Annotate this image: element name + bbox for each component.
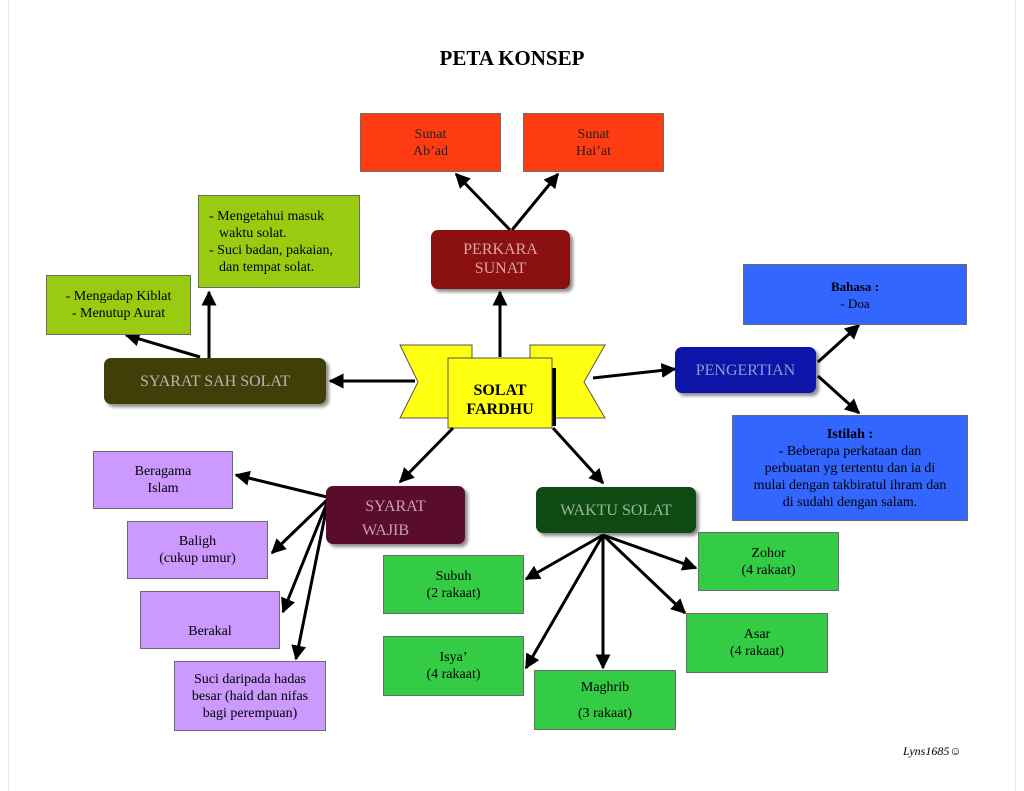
istilah-box: Istilah : - Beberapa perkataan dan perbu…: [732, 415, 968, 521]
box-line: Asar: [743, 627, 771, 642]
asar-box: Asar (4 rakaat): [686, 613, 828, 673]
box-line: Istilah :: [826, 426, 874, 442]
arrow-wajib-to-baligh: [270, 498, 329, 555]
arrow-center-to-syarat-wajib: [398, 426, 455, 484]
arrow-pengertian-to-bahasa: [816, 323, 861, 364]
suci-hadas-box: Suci daripada hadas besar (haid dan nifa…: [174, 661, 326, 731]
box-line: Maghrib: [580, 679, 630, 695]
arrow-waktu-to-isya: [524, 534, 605, 670]
bahasa-box: Bahasa : - Doa: [743, 264, 967, 325]
box-line: (cukup umur): [159, 551, 236, 566]
box-line: Hai’at: [576, 143, 611, 159]
syarat-sah-solat-node: SYARAT SAH SOLAT: [104, 358, 326, 404]
box-line: - Beberapa perkataan dan: [778, 443, 922, 459]
arrow-syarat-sah-to-mengadap: [124, 331, 201, 359]
arrow-center-to-waktu-solat: [551, 426, 605, 485]
sunat-abad-box: Sunat Ab’ad: [360, 113, 501, 172]
arrow-wajib-to-berakal: [281, 502, 329, 614]
center-line: FARDHU: [466, 401, 534, 418]
box-line: - Suci badan, pakaian,: [209, 242, 334, 258]
subuh-box: Subuh (2 rakaat): [383, 555, 524, 614]
arrow-wajib-to-beragama: [234, 470, 328, 499]
box-line: besar (haid dan nifas: [191, 688, 309, 704]
box-line: Zohor: [751, 545, 786, 561]
box-line: Islam: [147, 481, 179, 496]
box-line: dan tempat solat.: [219, 259, 315, 275]
node-line: SUNAT: [474, 260, 527, 277]
box-line: Baligh: [178, 534, 217, 549]
center-banner: [399, 344, 606, 429]
solat-fardhu-center: SOLAT FARDHU: [448, 372, 552, 428]
maghrib-box: Maghrib (3 rakaat): [534, 670, 676, 730]
box-line: (2 rakaat): [426, 585, 481, 601]
box-line: - Doa: [840, 295, 870, 311]
page-title: PETA KONSEP: [439, 46, 585, 70]
box-line: Bahasa :: [830, 278, 880, 294]
isya-box: Isya’ (4 rakaat): [383, 636, 524, 696]
arrow-pengertian-to-istilah: [816, 374, 861, 415]
mengetahui-waktu-box: - Mengetahui masuk waktu solat. - Suci b…: [198, 195, 360, 288]
arrow-waktu-to-subuh: [524, 533, 604, 581]
box-line: Berakal: [188, 623, 232, 639]
arrow-perkara-to-haiat: [510, 172, 560, 231]
node-line: WAJIB: [361, 522, 410, 539]
center-line: SOLAT: [473, 382, 527, 399]
box-line: Isya’: [439, 650, 468, 665]
box-line: - Mengetahui masuk: [209, 208, 325, 224]
box-line: waktu solat.: [219, 225, 287, 241]
box-line: Beragama: [134, 464, 192, 479]
box-line: Ab’ad: [413, 143, 448, 159]
arrow-perkara-to-abad: [454, 172, 512, 232]
box-line: (4 rakaat): [729, 644, 785, 659]
box-line: (3 rakaat): [577, 705, 633, 721]
baligh-box: Baligh (cukup umur): [127, 521, 268, 579]
box-line: Suci daripada hadas: [194, 671, 306, 687]
sunat-haiat-box: Sunat Hai’at: [523, 113, 664, 172]
arrow-waktu-to-zohor: [602, 533, 698, 571]
box-line: (4 rakaat): [741, 562, 796, 578]
waktu-solat-node: WAKTU SOLAT: [536, 487, 696, 533]
node-line: PERKARA: [463, 241, 538, 258]
box-line: - Mengadap Kiblat: [65, 289, 172, 304]
box-line: di sudahi dengan salam.: [782, 494, 918, 510]
arrow-wajib-to-suci: [291, 505, 329, 661]
beragama-islam-box: Beragama Islam: [93, 451, 233, 509]
box-line: perbuatan yg tertentu dan ia di: [764, 460, 936, 476]
box-line: Subuh: [435, 568, 472, 584]
box-line: Sunat: [577, 126, 610, 142]
perkara-sunat-node: PERKARA SUNAT: [431, 230, 570, 289]
arrow-waktu-to-asar: [601, 533, 687, 615]
box-line: (4 rakaat): [426, 667, 481, 682]
box-line: mulai dengan takbiratul ihram dan: [753, 477, 947, 493]
node-line: PENGERTIAN: [695, 362, 796, 379]
box-line: bagi perempuan): [202, 705, 298, 721]
syarat-wajib-node: SYARAT WAJIB: [326, 486, 465, 544]
arrow-center-to-pengertian: [592, 363, 677, 380]
berakal-box: Berakal: [140, 591, 280, 649]
box-line: - Menutup Aurat: [71, 306, 166, 321]
zohor-box: Zohor (4 rakaat): [698, 532, 839, 591]
node-line: WAKTU SOLAT: [560, 502, 672, 519]
pengertian-node: PENGERTIAN: [675, 347, 816, 393]
author-signature: Lyns1685☺: [903, 744, 962, 758]
mengadap-kiblat-box: - Mengadap Kiblat - Menutup Aurat: [46, 275, 191, 335]
node-line: SYARAT: [365, 498, 426, 515]
page-frame: [8, 0, 1016, 791]
node-line: SYARAT SAH SOLAT: [140, 373, 290, 390]
box-line: Sunat: [414, 126, 447, 142]
